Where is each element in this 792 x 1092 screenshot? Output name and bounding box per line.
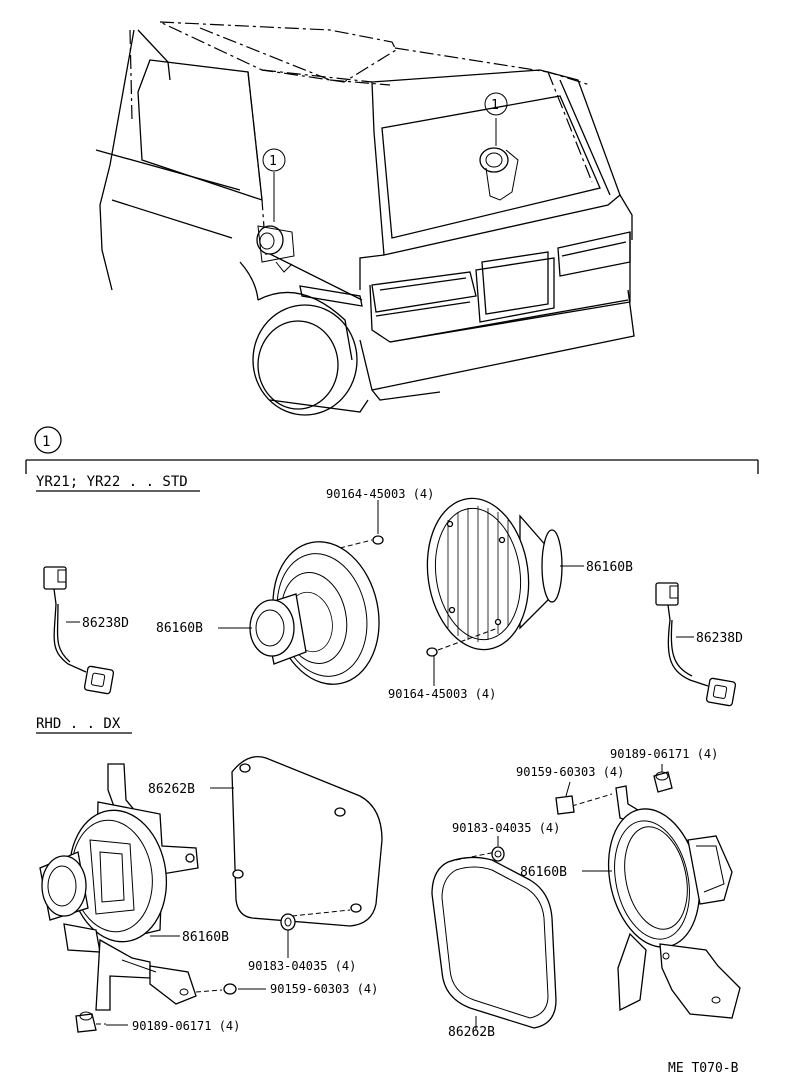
- speaker-location-side-icon: [256, 172, 295, 273]
- label-clip-dx-left: 90189-06171 (4): [132, 1019, 240, 1033]
- diagram-code: ME T070-B: [668, 1061, 739, 1076]
- label-screw-std-bottom: 90164-45003 (4): [388, 687, 496, 701]
- speaker-location-hatch-icon: [479, 118, 519, 201]
- label-speaker-std-right: 86160B: [586, 560, 633, 575]
- label-wire-right: 86238D: [696, 631, 743, 646]
- section-frame: 1: [25, 426, 759, 474]
- label-grille-dx-left: 86262B: [148, 782, 195, 797]
- label-screw-dx-right: 90159-60303 (4): [516, 765, 624, 779]
- label-wire-left: 86238D: [82, 616, 129, 631]
- speaker-dx-left: [39, 763, 199, 1011]
- section-title-std: YR21; YR22 . . STD: [36, 474, 188, 490]
- speaker-std-center: [249, 500, 384, 685]
- label-speaker-std-left: 86160B: [156, 621, 203, 636]
- callout-marker-hatch: 1: [484, 92, 508, 116]
- label-nut-dx-right: 90183-04035 (4): [452, 821, 560, 835]
- section-title-dx: RHD . . DX: [36, 716, 121, 732]
- label-screw-dx-left: 90159-60303 (4): [270, 982, 378, 996]
- label-grille-dx-right: 86262B: [448, 1025, 495, 1040]
- section-callout-number: 1: [42, 434, 50, 450]
- fasteners-dx-left: [75, 913, 296, 1033]
- label-speaker-dx-right: 86160B: [520, 865, 567, 880]
- label-screw-std-top: 90164-45003 (4): [326, 487, 434, 501]
- callout-marker-hatch-number: 1: [491, 98, 499, 113]
- wire-harness-right: [655, 582, 737, 707]
- speaker-grille-dx-left: [210, 755, 383, 927]
- speaker-grille-std: [426, 497, 584, 686]
- fasteners-dx-right: [491, 764, 673, 862]
- callout-marker-side: 1: [262, 148, 286, 172]
- vehicle-rear-illustration: 1 1: [95, 21, 635, 416]
- callout-marker-side-number: 1: [269, 154, 277, 169]
- label-nut-dx-left: 90183-04035 (4): [248, 959, 356, 973]
- speaker-dx-right: [571, 785, 741, 1019]
- wire-harness-left: [43, 566, 115, 695]
- label-speaker-dx-left: 86160B: [182, 930, 229, 945]
- label-clip-dx-right: 90189-06171 (4): [610, 747, 718, 761]
- speaker-grille-dx-right: [431, 851, 557, 1029]
